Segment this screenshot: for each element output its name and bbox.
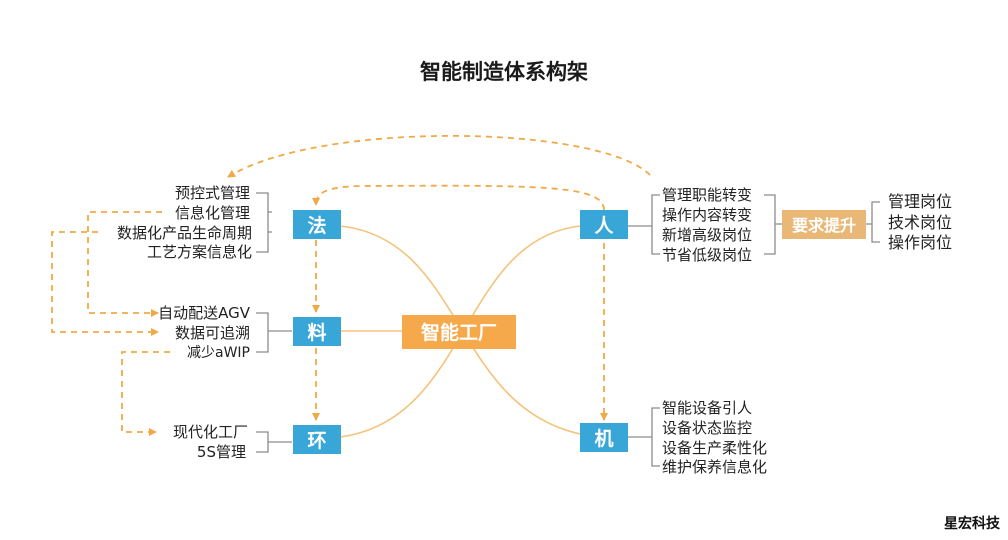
list-item: 操作岗位 xyxy=(888,233,952,252)
list-item: 减少aWIP xyxy=(187,345,250,361)
list-item: 信息化管理 xyxy=(175,204,250,222)
bracket-ren xyxy=(628,194,660,255)
node-fa[interactable]: 法 xyxy=(293,210,341,239)
dashed-arrows xyxy=(51,134,651,436)
list-item: 预控式管理 xyxy=(175,184,250,202)
list-item: 维护保养信息化 xyxy=(662,458,767,476)
bracket-liao xyxy=(256,312,292,353)
node-liao[interactable]: 料 xyxy=(293,317,341,346)
requirement-node-label: 要求提升 xyxy=(792,216,856,235)
bracket-fa xyxy=(256,192,272,253)
arrow-xinxihua-to-agv xyxy=(87,211,162,317)
node-ren[interactable]: 人 xyxy=(580,210,628,239)
fa-items: 预控式管理 信息化管理 数据化产品生命周期 工艺方案信息化 xyxy=(117,184,252,261)
ji-items: 智能设备引人 设备状态监控 设备生产柔性化 维护保养信息化 xyxy=(662,399,767,476)
bracket-ji xyxy=(628,407,660,467)
arrow-shuju-to-zhuisu xyxy=(51,231,159,336)
list-item: 设备生产柔性化 xyxy=(662,439,767,457)
ren-items: 管理职能转变 操作内容转变 新增高级岗位 节省低级岗位 xyxy=(662,186,752,264)
node-fa-label: 法 xyxy=(307,214,326,237)
bracket-huan xyxy=(256,431,292,453)
list-item: 数据可追溯 xyxy=(175,324,250,342)
bracket-req-left xyxy=(764,194,782,255)
list-item: 自动配送AGV xyxy=(158,304,251,322)
list-item: 数据化产品生命周期 xyxy=(117,224,252,242)
arrow-ren-to-yukong xyxy=(227,134,651,178)
node-ji-label: 机 xyxy=(594,428,613,450)
list-item: 工艺方案信息化 xyxy=(147,243,252,261)
list-item: 智能设备引人 xyxy=(662,399,752,417)
arrow-ren-to-fa xyxy=(312,184,605,211)
arrow-wip-to-xiandai xyxy=(121,351,170,436)
list-item: 管理岗位 xyxy=(888,192,952,211)
list-item: 设备状态监控 xyxy=(662,419,752,437)
list-item: 技术岗位 xyxy=(888,213,952,232)
node-ji[interactable]: 机 xyxy=(580,423,628,452)
diagram-title: 智能制造体系构架 xyxy=(420,60,588,84)
liao-items: 自动配送AGV 数据可追溯 减少aWIP xyxy=(158,304,251,361)
list-item: 操作内容转变 xyxy=(662,206,752,224)
list-item: 节省低级岗位 xyxy=(662,246,752,264)
node-huan[interactable]: 环 xyxy=(293,425,341,454)
list-item: 现代化工厂 xyxy=(173,423,248,441)
brackets xyxy=(256,192,880,467)
list-item: 5S管理 xyxy=(197,443,246,461)
requirement-node[interactable]: 要求提升 xyxy=(782,210,866,239)
watermark: 星宏科技 xyxy=(944,515,1001,532)
requirement-items: 管理岗位 技术岗位 操作岗位 xyxy=(888,192,952,252)
node-huan-label: 环 xyxy=(307,430,326,452)
list-item: 新增高级岗位 xyxy=(662,226,752,244)
bracket-req-right xyxy=(866,201,880,243)
huan-items: 现代化工厂 5S管理 xyxy=(173,423,248,461)
center-node[interactable]: 智能工厂 xyxy=(402,315,516,349)
center-node-label: 智能工厂 xyxy=(421,321,497,344)
list-item: 管理职能转变 xyxy=(662,186,752,204)
node-ren-label: 人 xyxy=(594,215,614,237)
node-liao-label: 料 xyxy=(307,321,326,344)
